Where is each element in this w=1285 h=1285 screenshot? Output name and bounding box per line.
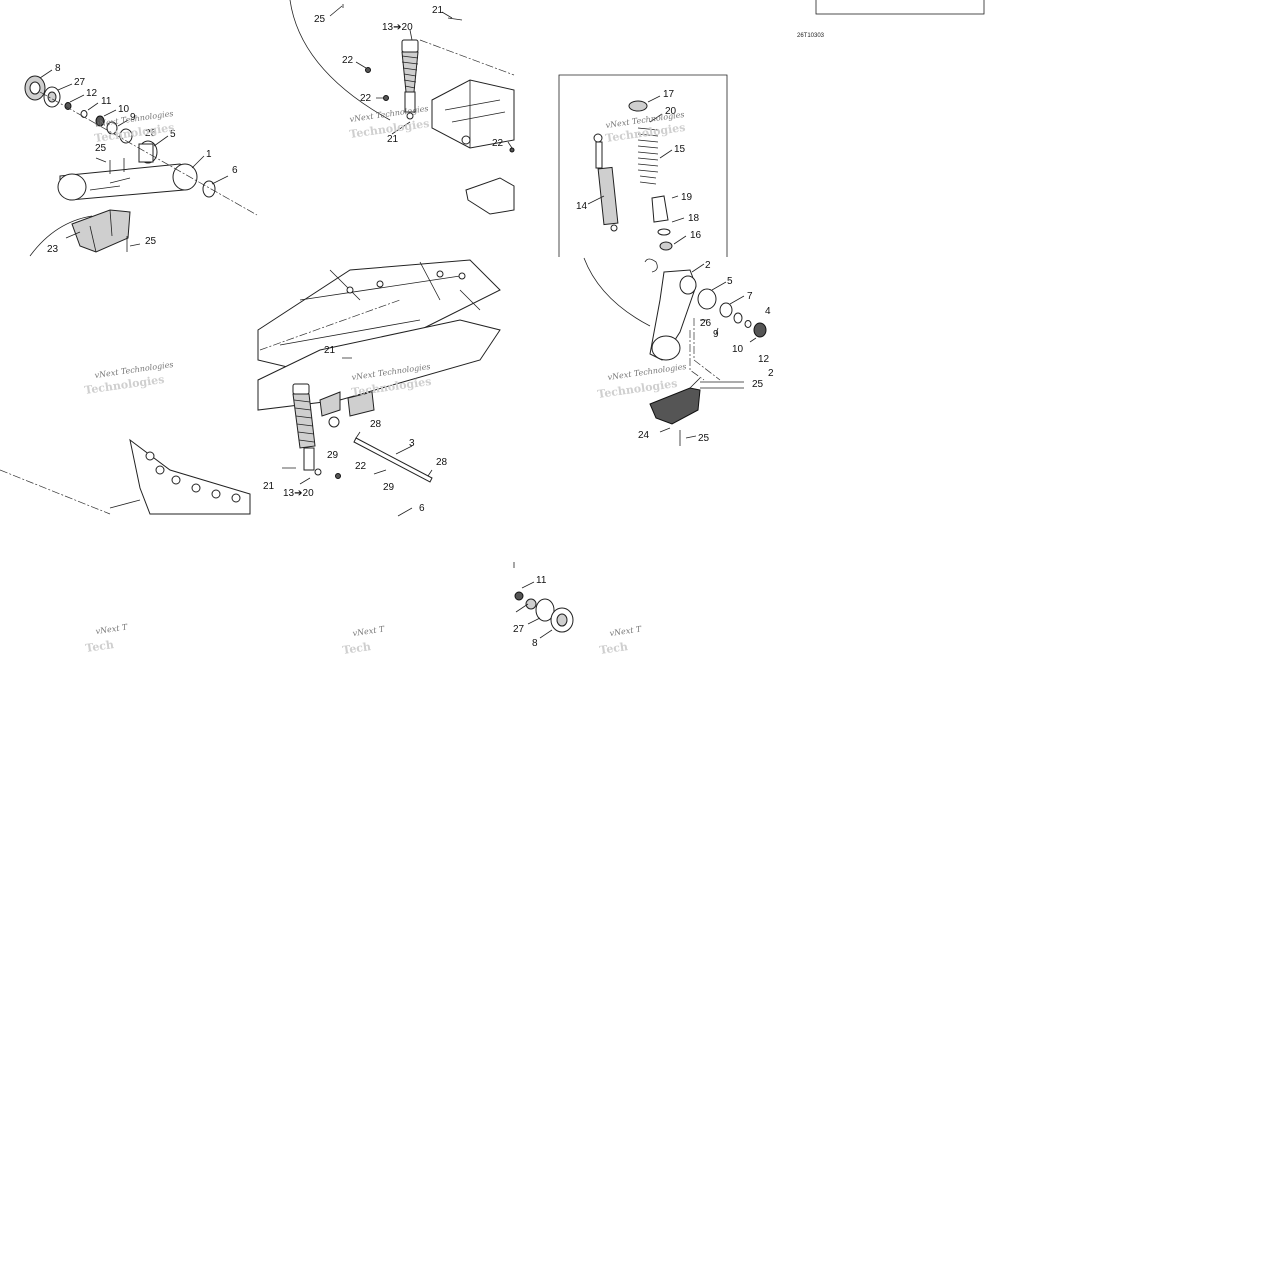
panel-left-frame: vNext Technologies Technologies xyxy=(0,360,251,515)
label-25: 25 xyxy=(752,379,764,390)
label-21: 21 xyxy=(263,481,275,492)
label-5: 5 xyxy=(727,276,733,287)
label-20: 20 xyxy=(665,106,677,117)
label-25: 25 xyxy=(698,433,710,444)
label-15: 15 xyxy=(674,144,686,155)
label-8: 8 xyxy=(55,63,61,74)
label-28: 28 xyxy=(436,457,448,468)
label-22: 22 xyxy=(492,138,504,149)
label-16: 16 xyxy=(690,230,702,241)
label-12: 12 xyxy=(758,354,770,365)
label-28: 28 xyxy=(370,419,382,430)
panel-right-shock-exploded: 17 20 15 14 19 18 16 vNext Technologies … xyxy=(558,74,728,257)
label-26: 26 xyxy=(145,128,157,139)
label-18: 18 xyxy=(688,213,700,224)
panel-right-swing-arm: 2 5 7 26 9 4 10 12 2 25 24 25 vNext Tech… xyxy=(583,257,774,446)
label-11: 11 xyxy=(536,575,547,586)
label-27: 27 xyxy=(513,624,525,635)
label-25: 25 xyxy=(145,236,157,247)
label-29: 29 xyxy=(327,450,339,461)
callout-frame-top xyxy=(815,0,985,15)
label-22: 22 xyxy=(360,93,372,104)
panel-frame-center: 21 28 3 29 22 28 21 13➔20 29 6 vNext Tec… xyxy=(257,259,501,517)
label-29: 29 xyxy=(383,482,395,493)
label-27: 27 xyxy=(74,77,86,88)
watermark: Tech xyxy=(342,640,372,657)
label-9: 9 xyxy=(713,329,719,340)
label-24: 24 xyxy=(638,430,650,441)
label-21: 21 xyxy=(324,345,336,356)
label-11: 11 xyxy=(101,96,112,107)
label-23: 23 xyxy=(47,244,59,255)
label-25: 25 xyxy=(314,14,326,25)
label-21: 21 xyxy=(432,5,444,16)
label-19: 19 xyxy=(681,192,693,203)
label-2: 2 xyxy=(705,260,711,271)
panel-top-shock: 25 21 13➔20 22 22 21 22 vNext Technologi… xyxy=(289,0,515,215)
panel-left-swing-arm: 8 27 12 11 10 9 26 5 1 6 25 25 23 vNext … xyxy=(24,63,258,257)
label-8: 8 xyxy=(532,638,538,649)
label-6: 6 xyxy=(419,503,425,514)
panel-bottom-row: 11 27 8 vNext T Tech vNext T Tech vNext … xyxy=(85,562,642,657)
label-13-20: 13➔20 xyxy=(382,22,413,33)
watermark: vNext T xyxy=(352,625,385,638)
label-22: 22 xyxy=(355,461,367,472)
label-10: 10 xyxy=(118,104,130,115)
label-7: 7 xyxy=(747,291,753,302)
label-4: 4 xyxy=(765,306,771,317)
watermark: Tech xyxy=(599,640,629,657)
watermark: Tech xyxy=(85,638,115,655)
label-22: 22 xyxy=(342,55,354,66)
label-1: 1 xyxy=(206,149,212,160)
label-26: 26 xyxy=(700,318,712,329)
drawing-code: 26T10303 xyxy=(797,33,825,39)
label-12: 12 xyxy=(86,88,98,99)
label-2: 2 xyxy=(768,368,774,379)
label-13-20: 13➔20 xyxy=(283,488,314,499)
label-21: 21 xyxy=(387,134,399,145)
label-5: 5 xyxy=(170,129,176,140)
label-14: 14 xyxy=(576,201,588,212)
watermark: vNext T xyxy=(95,623,128,636)
label-25: 25 xyxy=(95,143,107,154)
watermark: vNext T xyxy=(609,625,642,638)
label-17: 17 xyxy=(663,89,675,100)
label-3: 3 xyxy=(409,438,415,449)
label-9: 9 xyxy=(130,112,136,123)
label-10: 10 xyxy=(732,344,744,355)
label-6: 6 xyxy=(232,165,238,176)
